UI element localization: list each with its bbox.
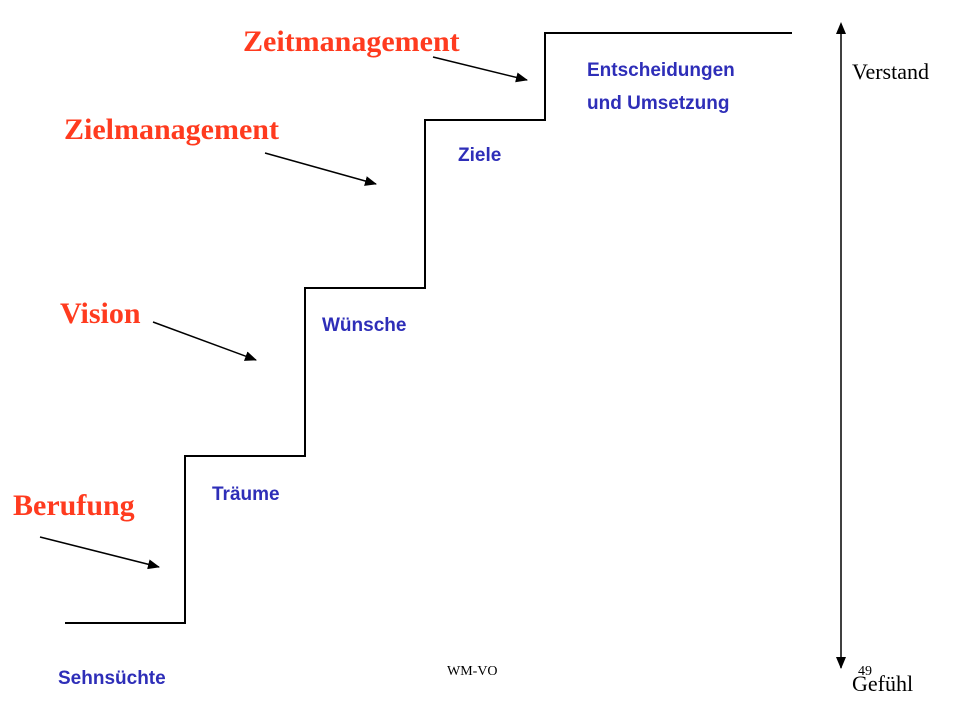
step-wuensche: Wünsche <box>322 315 407 336</box>
step-sehnsuechte: Sehnsüchte <box>58 668 166 689</box>
label-zielmanagement: Zielmanagement <box>64 113 279 146</box>
step-ziele: Ziele <box>458 145 502 166</box>
arrow-zeitmanagement <box>432 56 528 83</box>
label-berufung: Berufung <box>13 489 135 522</box>
axis-label-gefuehl: Gefühl <box>852 671 914 696</box>
step-traeume: Träume <box>212 484 280 505</box>
arrow-zielmanagement <box>264 152 377 186</box>
axis-label-verstand: Verstand <box>852 59 929 84</box>
footer-text: WM-VO <box>447 664 498 679</box>
arrow-vision <box>152 321 257 361</box>
label-vision: Vision <box>60 297 141 330</box>
label-zeitmanagement: Zeitmanagement <box>243 25 460 58</box>
page-number: 49 <box>858 664 872 679</box>
staircase-line <box>65 32 792 624</box>
step-entscheidungen-line1: Entscheidungen <box>587 60 735 81</box>
step-entscheidungen-line2: und Umsetzung <box>587 93 730 114</box>
arrow-berufung <box>39 536 160 570</box>
